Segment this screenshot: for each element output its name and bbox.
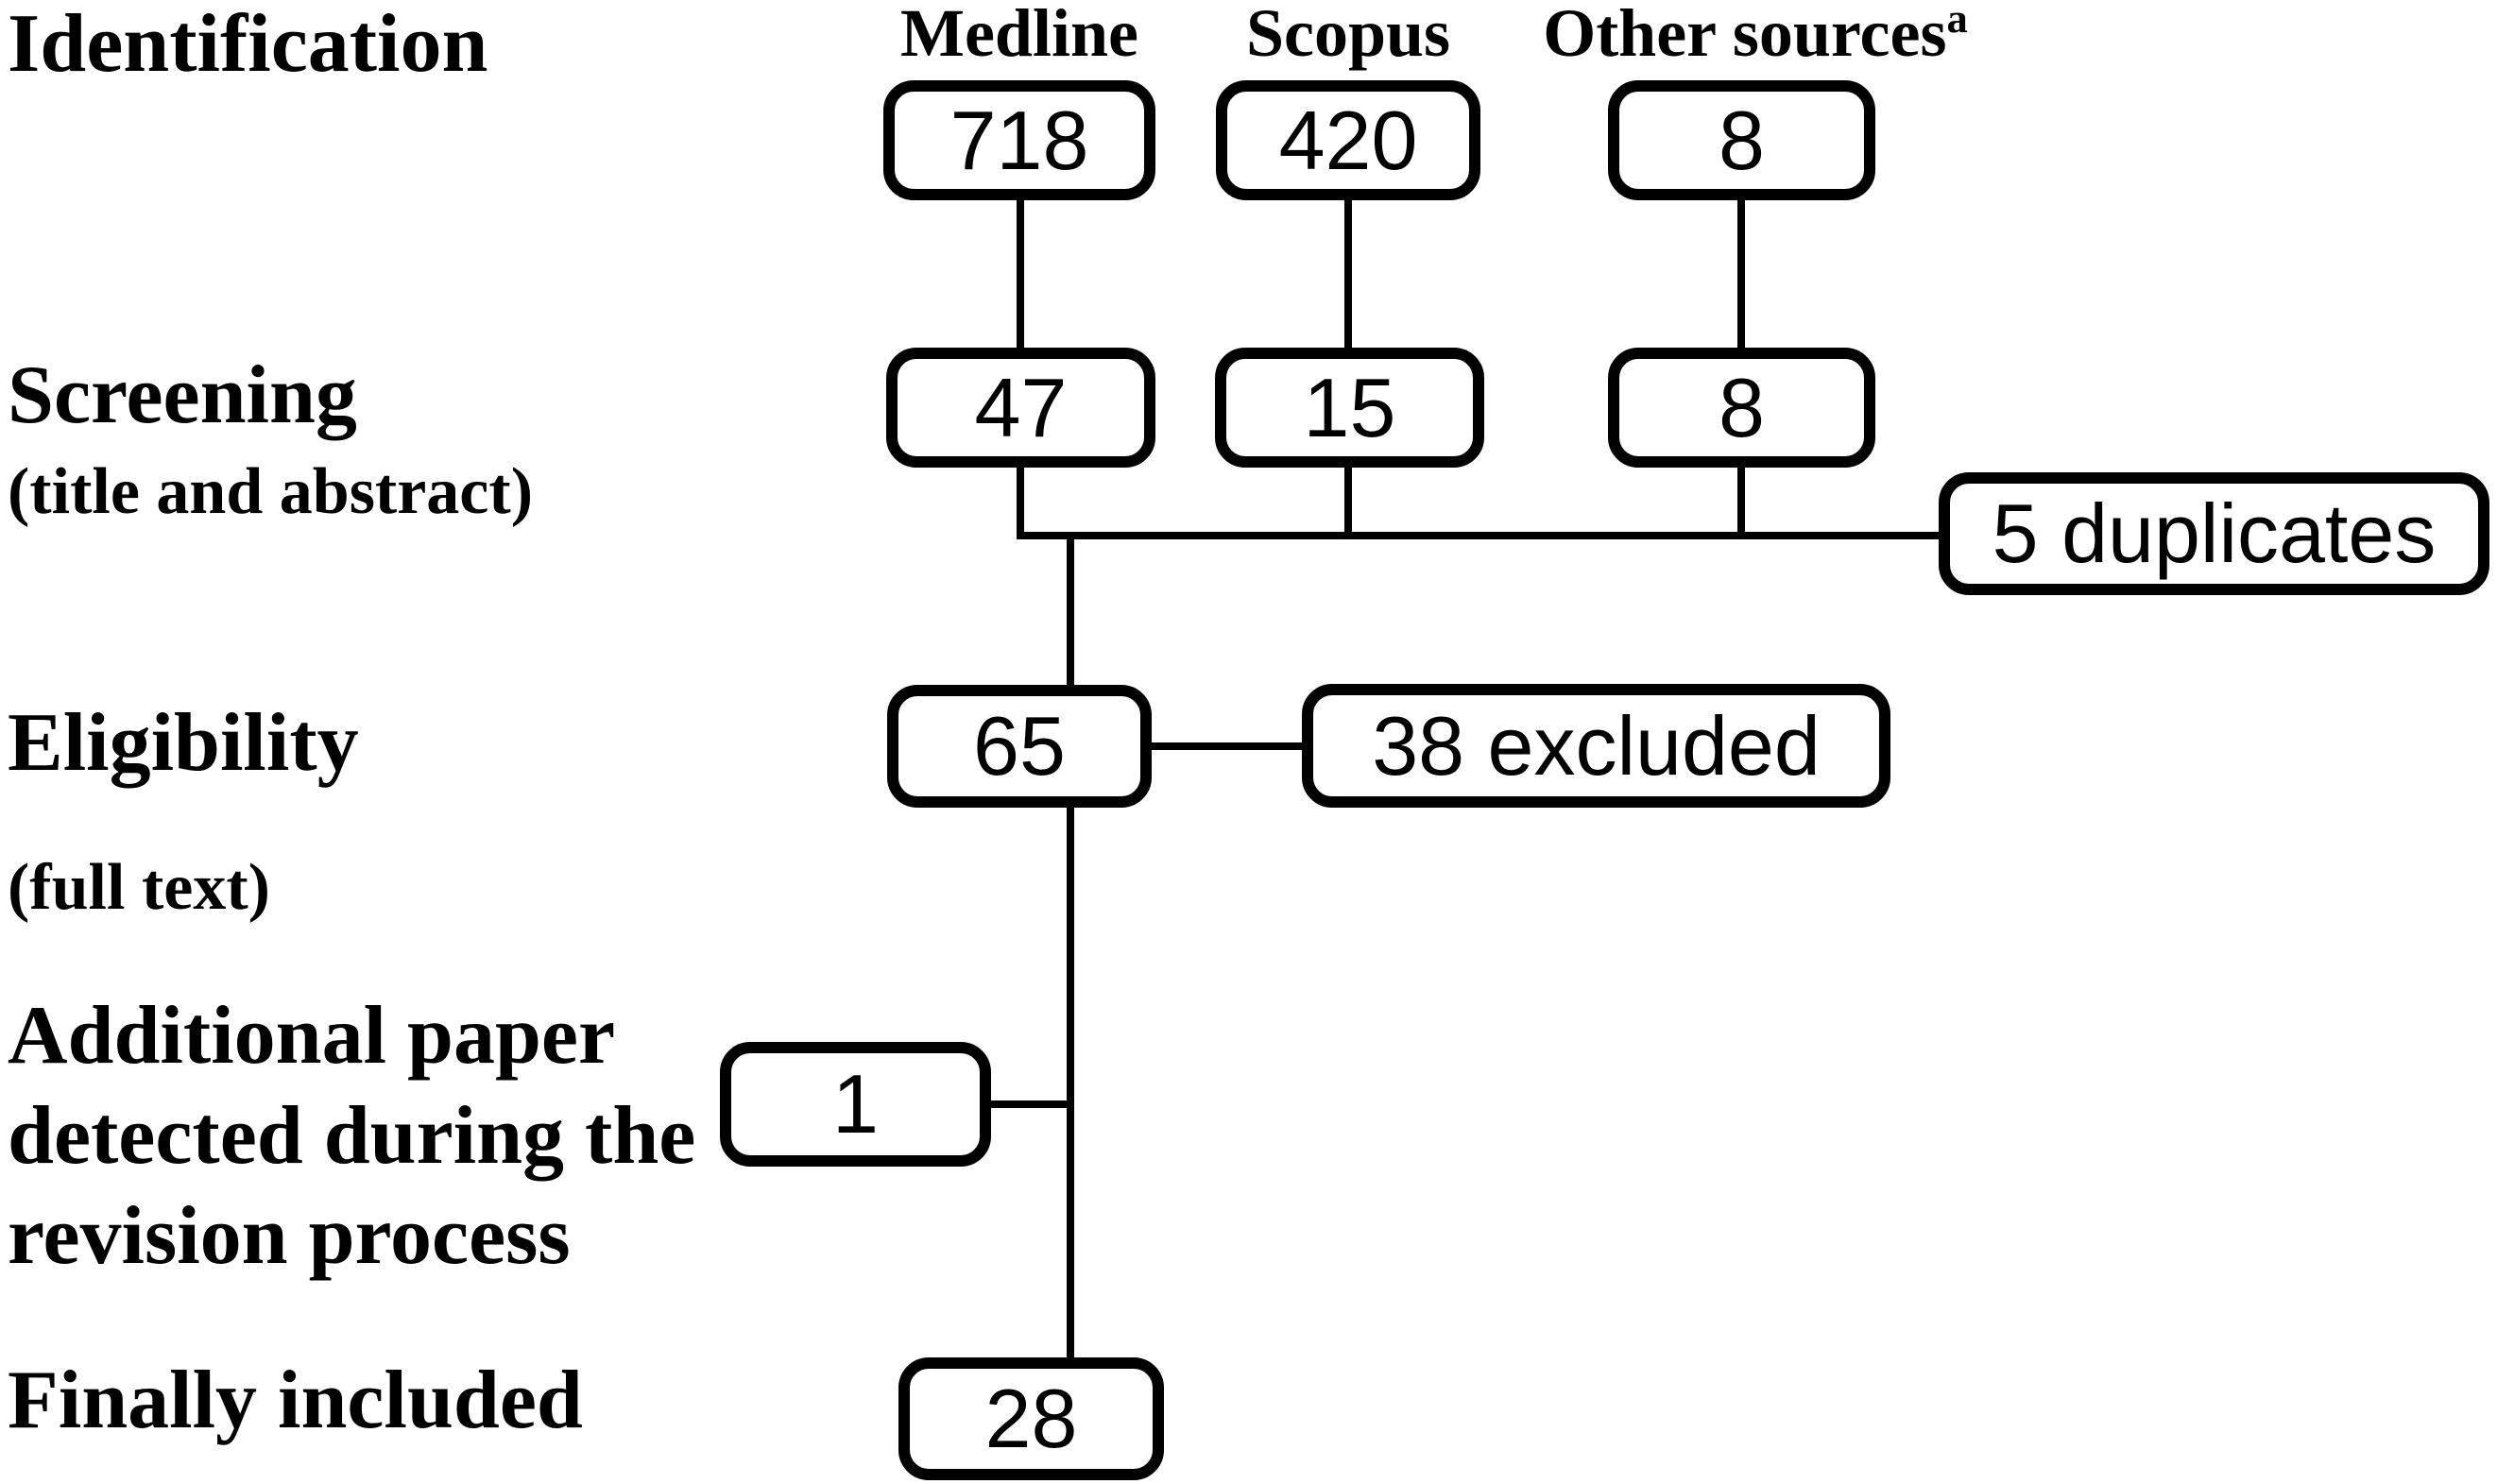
medline-identified-count-box: 718 (883, 80, 1155, 200)
column-header-scopus-text: Scopus (1245, 0, 1451, 71)
column-header-medline-text: Medline (900, 0, 1138, 71)
merge-line-to-duplicates (1017, 532, 1946, 539)
stage-label-additional-line1: Additional paper (8, 990, 616, 1082)
duplicates-removed-box: 5 duplicates (1939, 472, 2489, 595)
stage-label-identification: Identification (8, 0, 488, 90)
connector-scopus-identified-to-screened (1344, 195, 1352, 355)
eligibility-full-text-count-box: 65 (887, 685, 1152, 808)
connector-medline-identified-to-screened (1017, 195, 1024, 355)
excluded-count-box: 38 excluded (1302, 684, 1890, 808)
stage-label-screening: Screening (8, 350, 357, 441)
scopus-screened-count-box: 15 (1215, 348, 1484, 468)
column-header-other-sources: Other sourcesa (1472, 0, 2039, 73)
column-header-other-sources-text: Other sources (1543, 0, 1947, 71)
connector-other-screened-to-merge (1737, 462, 1745, 539)
finally-included-count-box: 28 (898, 1357, 1164, 1480)
medline-screened-count-box: 47 (886, 348, 1155, 468)
stage-label-screening-sub: (title and abstract) (8, 455, 534, 528)
other-sources-footnote-marker: a (1946, 0, 1968, 42)
column-header-medline: Medline (736, 0, 1303, 73)
main-flow-trunk-line (1067, 532, 1074, 1365)
stage-label-eligibility: Eligibility (8, 697, 359, 789)
stage-label-additional-paper: Additional paper detected during the rev… (8, 986, 695, 1287)
stage-label-additional-line3: revision process (8, 1190, 571, 1282)
stage-label-finally-included: Finally included (8, 1355, 583, 1446)
connector-additional-to-trunk (985, 1100, 1074, 1108)
connector-scopus-screened-to-merge (1344, 462, 1352, 539)
connector-other-identified-to-screened (1737, 195, 1745, 355)
stage-label-additional-line2: detected during the (8, 1090, 696, 1182)
other-sources-identified-count-box: 8 (1608, 80, 1875, 200)
stage-label-eligibility-sub: (full text) (8, 851, 270, 924)
other-sources-screened-count-box: 8 (1608, 348, 1875, 468)
connector-eligible-to-excluded (1146, 742, 1308, 750)
additional-paper-count-box: 1 (720, 1042, 991, 1167)
scopus-identified-count-box: 420 (1216, 80, 1480, 200)
column-header-scopus: Scopus (1065, 0, 1632, 73)
connector-medline-screened-to-merge (1017, 462, 1024, 539)
